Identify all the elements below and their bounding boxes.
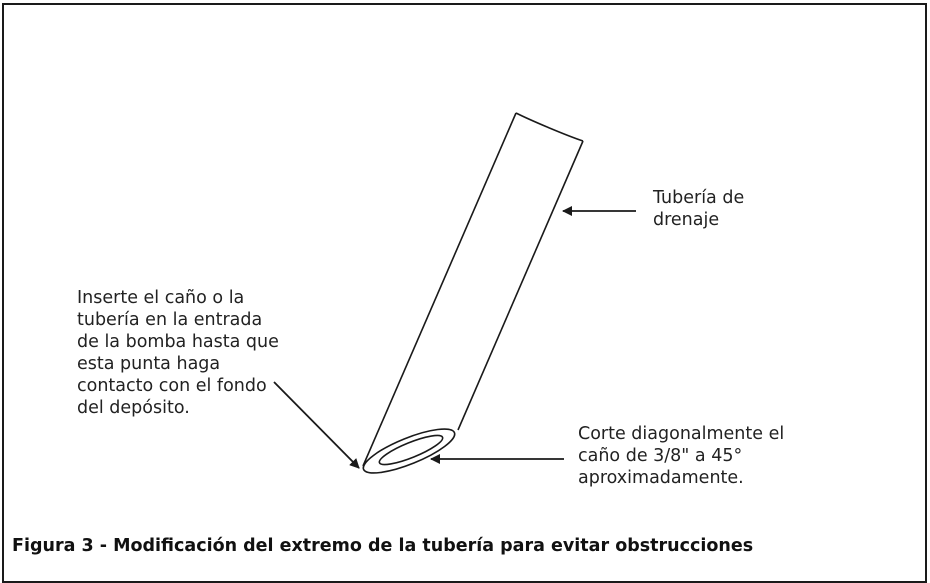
pipe-left-side <box>362 112 517 467</box>
leader-arrows <box>273 206 636 469</box>
arrow-insert <box>273 381 360 469</box>
cut-instruction-label: Corte diagonalmente el caño de 3/8" a 45… <box>578 424 785 488</box>
pipe-right-side <box>457 140 584 431</box>
pipe-top-end <box>515 112 584 142</box>
figure-frame <box>2 3 927 583</box>
insert-instruction-label: Inserte el caño o la tubería en la entra… <box>77 288 279 418</box>
pipe-diagram <box>273 112 636 474</box>
pipe-cut-outer <box>362 428 456 474</box>
figure-caption: Figura 3 - Modificación del extremo de l… <box>12 536 754 556</box>
pipe-cut-inner <box>378 434 444 466</box>
drain-pipe-label: Tubería de drenaje <box>653 188 745 230</box>
drain-pipe <box>362 112 584 474</box>
